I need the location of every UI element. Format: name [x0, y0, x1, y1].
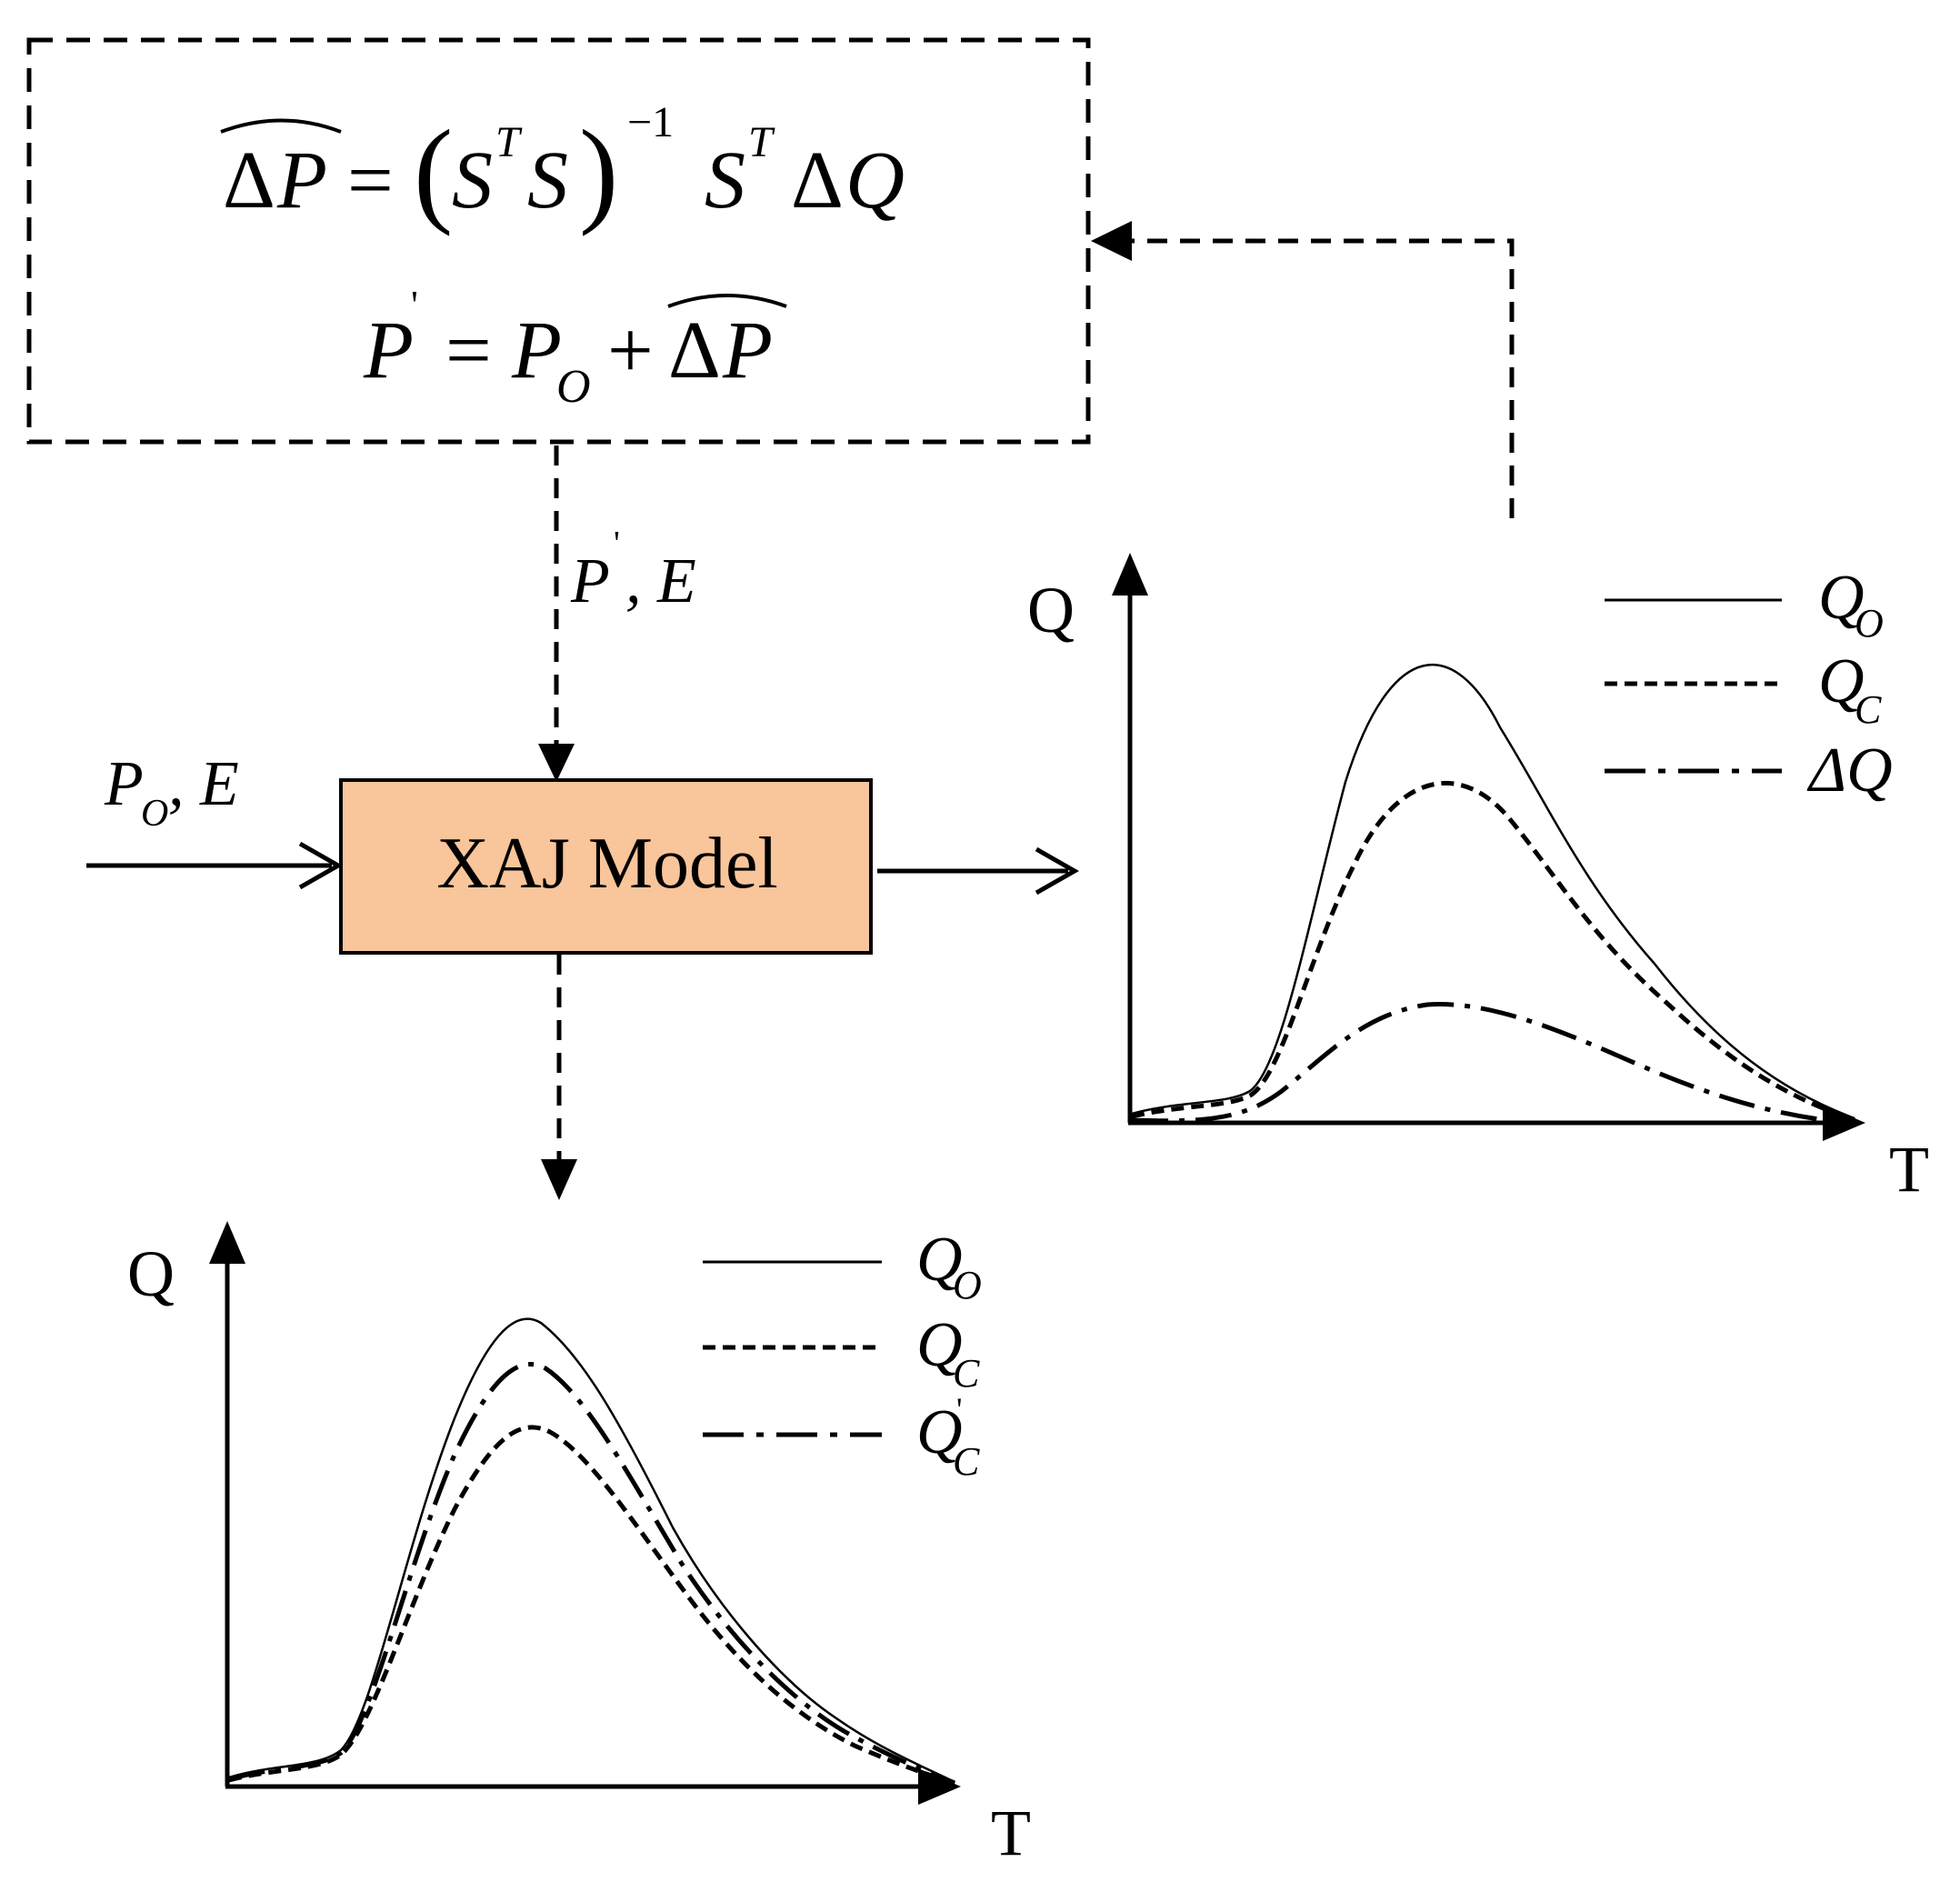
chart-bottom-y-arrow	[209, 1221, 245, 1264]
chart-bottom-x-label: T	[991, 1797, 1031, 1869]
flow-arrows	[86, 221, 1515, 1200]
chart-right-legend: Q O Q C ΔQ	[1605, 563, 1893, 806]
chart-right-series-delta-q	[1131, 1002, 1855, 1126]
eq1-s1: S	[452, 135, 493, 225]
eq1-delta: Δ	[223, 135, 275, 225]
eq2-p0: P	[511, 305, 562, 395]
eq1-rparen: )	[579, 106, 618, 237]
legend-bottom-qc-base: Q	[916, 1310, 963, 1380]
legend-bottom-qo-sub: O	[953, 1263, 982, 1307]
input-label-left: P O , E	[104, 749, 239, 835]
arrowhead-feedback	[1091, 221, 1132, 261]
update-box-border	[26, 37, 1091, 445]
input-label-top: P ' , E	[570, 525, 696, 616]
eq2-plus: +	[607, 305, 654, 395]
legend-right-delta-q: ΔQ	[1806, 736, 1893, 806]
eq1-delta-q-delta: Δ	[791, 135, 844, 225]
eq1-lparen: (	[414, 106, 453, 237]
input-top-comma-e: , E	[625, 546, 696, 616]
model-box-label: XAJ Model	[436, 824, 778, 904]
legend-bottom-qcprime-prime: '	[956, 1391, 963, 1427]
chart-bottom-legend: Q O Q C Q ' C	[703, 1225, 982, 1484]
eq1-s2: S	[527, 135, 568, 225]
legend-right-qc-base: Q	[1818, 646, 1865, 716]
eq1-equals: =	[347, 135, 394, 225]
chart-right-x-label: T	[1889, 1133, 1929, 1206]
eq2-prime: '	[411, 283, 418, 327]
eq2-p-hat: P	[722, 305, 773, 395]
chart-bottom-series-qc-prime	[228, 1362, 955, 1786]
arrowhead-input	[298, 841, 344, 890]
chart-right-series-qc	[1131, 780, 1855, 1123]
update-equation-box: Δ P = ( S T S ) −1 S T Δ Q P ' = P O + Δ…	[26, 37, 1091, 445]
legend-bottom-qo-base: Q	[916, 1225, 963, 1295]
legend-right-qo-sub: O	[1855, 601, 1884, 646]
eq1-t1: T	[495, 118, 523, 166]
input-left-comma-e: , E	[168, 749, 239, 819]
dashed-feedback-line	[1132, 238, 1515, 518]
eq2-delta: Δ	[668, 305, 721, 395]
eq1-delta-q-q: Q	[845, 135, 905, 225]
input-left-sub: O	[141, 793, 168, 835]
hat-delta-p	[220, 118, 342, 134]
chart-right-y-arrow	[1112, 553, 1148, 596]
legend-bottom-qc-sub: C	[953, 1351, 980, 1396]
chart-right-y-label: Q	[1027, 574, 1075, 646]
chart-right-series-qo	[1131, 664, 1855, 1120]
equation-least-squares: Δ P = ( S T S ) −1 S T Δ Q	[220, 98, 905, 237]
eq1-s3: S	[705, 135, 745, 225]
model-box-rect	[339, 778, 873, 955]
arrowhead-output	[1035, 846, 1080, 896]
eq1-p: P	[276, 135, 327, 225]
eq1-inverse-exponent: −1	[627, 98, 674, 146]
chart-right: Q T Q O Q C ΔQ	[1027, 553, 1929, 1206]
eq2-equals: =	[445, 305, 492, 395]
chart-bottom: Q T Q O Q C Q ' C	[127, 1221, 1031, 1869]
chart-bottom-x-arrow	[918, 1768, 961, 1805]
arrowhead-model-to-chart	[541, 1159, 577, 1200]
eq2-p0-subscript: O	[556, 361, 591, 413]
input-top-prime: '	[614, 525, 620, 563]
eq2-p: P	[363, 305, 414, 395]
legend-right-qc-sub: C	[1855, 687, 1882, 732]
chart-bottom-series-qo	[228, 1317, 955, 1784]
legend-right-qo-base: Q	[1818, 563, 1865, 633]
legend-bottom-qcprime-base: Q	[916, 1397, 963, 1467]
eq1-t3: T	[748, 118, 775, 166]
legend-bottom-qcprime-sub: C	[953, 1439, 980, 1484]
xaj-model-box: XAJ Model	[339, 778, 873, 955]
input-left-p: P	[104, 749, 144, 819]
chart-bottom-series-qc	[228, 1425, 955, 1787]
arrowhead-box-to-model	[538, 744, 575, 782]
chart-bottom-y-label: Q	[127, 1237, 175, 1310]
input-top-p: P	[570, 546, 610, 616]
equation-parameter-update: P ' = P O + Δ P	[363, 283, 787, 413]
hat-delta-p-2	[667, 294, 787, 308]
